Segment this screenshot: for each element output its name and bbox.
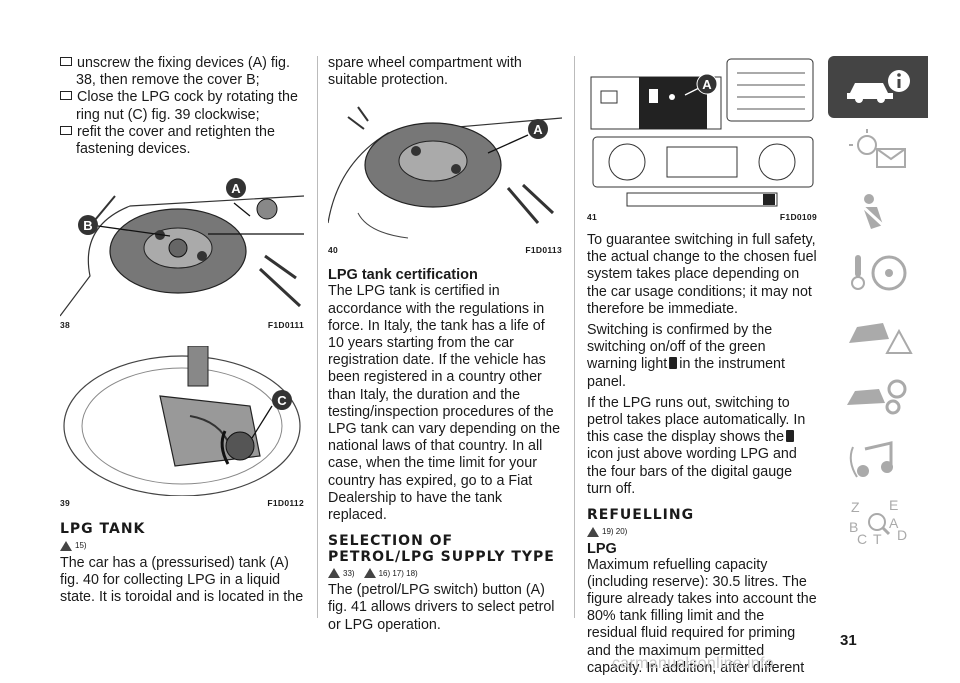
figure-caption: 41 F1D0109 — [587, 212, 817, 222]
subsection-heading: LPG tank certification — [328, 267, 478, 284]
warning-lights-icon — [849, 129, 906, 168]
warning-triangle-icon — [587, 526, 599, 537]
body-text: The LPG tank is certified in accordance … — [328, 283, 561, 524]
warning-triangle-icon — [60, 540, 72, 551]
label-a: A — [702, 77, 712, 92]
column-divider — [574, 56, 575, 618]
figure-39: C 39 F1D0112 — [60, 346, 304, 509]
svg-text:C: C — [857, 531, 867, 546]
tab-starting-driving[interactable] — [828, 242, 928, 304]
fuel-pump-icon — [649, 89, 658, 103]
label-a: A — [231, 181, 241, 196]
tab-warning-lights[interactable] — [828, 118, 928, 180]
svg-text:E: E — [889, 497, 898, 513]
index-icon: Z E B A C T D — [849, 497, 907, 546]
warning-refs: 33) 16) 17) 18) — [328, 568, 562, 579]
figure-caption: 39 F1D0112 — [60, 498, 304, 508]
label-a: A — [533, 122, 543, 137]
warning-triangle-icon — [328, 568, 340, 579]
svg-text:B: B — [849, 519, 858, 535]
body-text: Switching is confirmed by the switching … — [587, 322, 785, 390]
car-info-icon — [847, 70, 910, 103]
column-2: spare wheel compartment with suitable pr… — [328, 55, 562, 634]
figure-40: A 40 F1D0113 — [328, 93, 562, 256]
figure-38: A B 38 F1D0111 — [60, 166, 304, 331]
bullet-item: refit the cover and retighten the fasten… — [60, 124, 304, 158]
bullet-box-icon — [60, 125, 72, 135]
body-text: Maximum refuelling capacity (including r… — [587, 556, 817, 676]
warning-refs: 15) — [60, 540, 304, 551]
body-text: To guarantee switching in full safety, t… — [587, 232, 817, 317]
section-heading: SELECTION OF PETROL/LPG SUPPLY TYPE — [328, 533, 555, 565]
figure-caption: 40 F1D0113 — [328, 245, 562, 255]
emergency-icon — [849, 323, 913, 354]
figure-code: F1D0112 — [267, 498, 304, 509]
figure-code: F1D0109 — [779, 212, 817, 222]
svg-text:A: A — [889, 515, 899, 531]
lpg-fuel-icon — [786, 430, 795, 443]
figure-number: 39 — [60, 498, 71, 509]
spare-wheel-tank-illustration: A B — [60, 166, 304, 319]
dashboard-switch-illustration: A — [587, 55, 817, 210]
figure-41: A 41 F1D0109 — [587, 55, 817, 222]
maintenance-icon — [847, 379, 907, 415]
tab-car-info[interactable] — [828, 56, 928, 118]
figure-number: 40 — [328, 245, 339, 256]
page-number: 31 — [840, 632, 857, 649]
figure-code: F1D0113 — [525, 245, 562, 256]
bullet-item: unscrew the fixing devices (A) fig. 38, … — [60, 55, 304, 89]
watermark: carmanualsonline.info — [612, 655, 774, 672]
column-1: unscrew the fixing devices (A) fig. 38, … — [60, 55, 304, 606]
starting-driving-icon — [851, 255, 907, 291]
bullet-box-icon — [60, 57, 72, 66]
column-divider — [317, 56, 318, 618]
warning-refs: 19) 20) — [587, 526, 817, 537]
section-heading: LPG TANK — [60, 521, 146, 538]
chapter-sidebar: Z E B A C T D — [828, 56, 928, 552]
body-text: The car has a (pressurised) tank (A) fig… — [60, 554, 304, 606]
multimedia-icon — [849, 441, 893, 478]
figure-number: 38 — [60, 320, 71, 331]
figure-number: 41 — [587, 212, 598, 222]
warning-triangle-icon — [363, 568, 376, 579]
safety-icon — [859, 194, 889, 231]
lpg-cock-illustration: C — [60, 346, 304, 497]
tab-emergency[interactable] — [828, 304, 928, 366]
tab-index[interactable]: Z E B A C T D — [828, 490, 928, 552]
label-b-circle — [78, 215, 98, 236]
svg-text:T: T — [873, 531, 882, 546]
subsection-heading: LPG — [587, 540, 617, 557]
bullet-item: Close the LPG cock by rotating the ring … — [60, 89, 304, 123]
tab-multimedia[interactable] — [828, 428, 928, 490]
body-text: The (petrol/LPG switch) button (A) fig. … — [328, 582, 555, 633]
bullet-box-icon — [60, 91, 72, 101]
section-heading: REFUELLING — [587, 507, 695, 524]
label-b: B — [83, 218, 92, 233]
lpg-tank-illustration: A — [328, 93, 562, 244]
tab-safety[interactable] — [828, 180, 928, 242]
column-3: A 41 F1D0109 To guarantee switching in f… — [587, 55, 817, 677]
svg-text:D: D — [897, 527, 907, 543]
label-a-circle — [226, 178, 246, 199]
lpg-warning-light-icon — [669, 357, 678, 370]
label-c: C — [277, 393, 287, 408]
figure-caption: 38 F1D0111 — [60, 320, 304, 330]
body-text: If the LPG runs out, switching to petrol… — [587, 394, 806, 497]
figure-code: F1D0111 — [267, 320, 304, 331]
svg-text:Z: Z — [851, 499, 860, 515]
body-text: spare wheel compartment with suitable pr… — [328, 55, 522, 89]
tab-maintenance[interactable] — [828, 366, 928, 428]
